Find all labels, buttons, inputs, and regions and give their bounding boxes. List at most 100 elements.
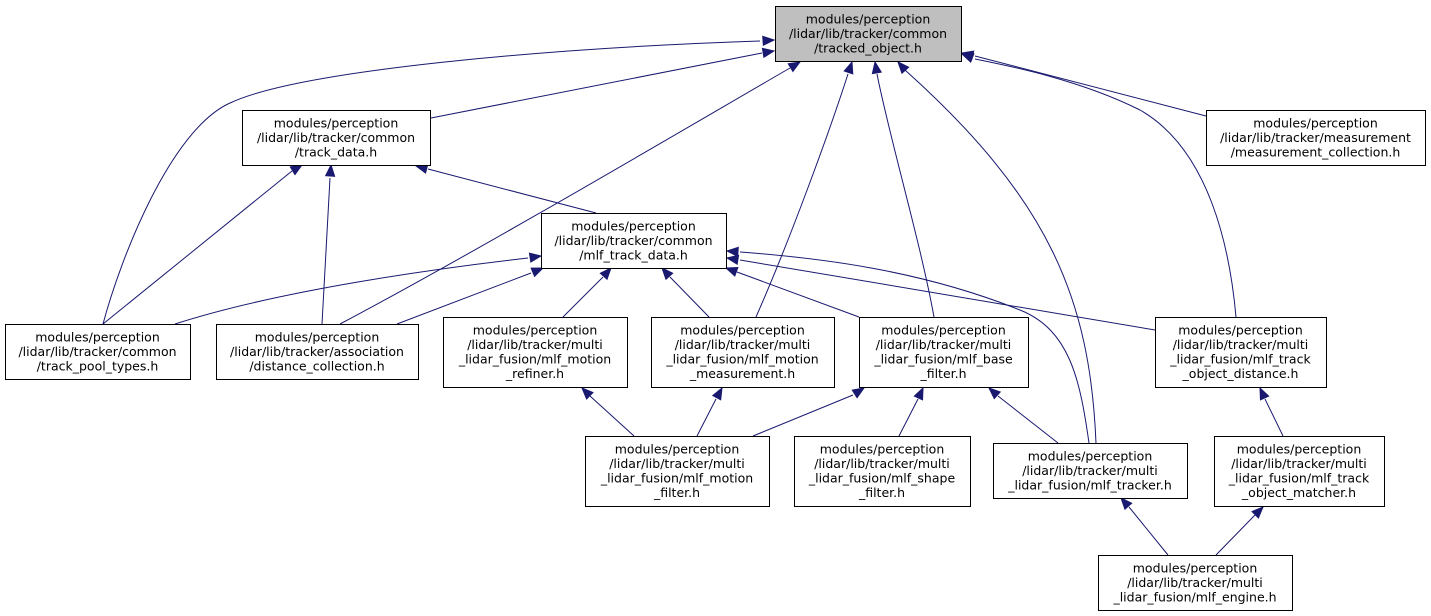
node-label-line: _lidar_fusion/mlf_shape <box>808 471 956 486</box>
node-measurement-collection[interactable]: modules/perception/lidar/lib/tracker/mea… <box>1206 110 1426 166</box>
node-box <box>993 443 1188 499</box>
node-track-data[interactable]: modules/perception/lidar/lib/tracker/com… <box>242 110 431 166</box>
edge-mlf_tracker-to-mlf_base_filter <box>988 387 1059 444</box>
node-label-line: /lidar/lib/tracker/common <box>554 233 712 248</box>
node-label-line: modules/perception <box>35 329 160 344</box>
node-tracked-object: modules/perception/lidar/lib/tracker/com… <box>775 6 962 62</box>
edge-line <box>696 398 717 437</box>
node-label-line: _filter.h <box>858 485 905 500</box>
edge-line <box>589 395 635 437</box>
arrowhead-icon <box>725 254 740 265</box>
arrowhead-icon <box>528 252 543 263</box>
node-mlf-engine[interactable]: modules/perception/lidar/lib/tracker/mul… <box>1098 555 1293 611</box>
edges-layer <box>102 35 1284 556</box>
arrowhead-icon <box>599 267 612 281</box>
node-label-line: /track_data.h <box>295 144 377 159</box>
edge-track_pool_types-to-track_data <box>102 164 304 325</box>
node-label-line: modules/perception <box>615 442 740 457</box>
edge-mlf_shape_filter-to-mlf_base_filter <box>898 386 924 437</box>
node-box <box>859 317 1029 388</box>
node-box <box>541 213 727 269</box>
edge-mlf_tracker-to-mlf_track_data <box>725 246 1090 444</box>
node-label-line: /track_pool_types.h <box>37 358 159 373</box>
node-label-line: _lidar_fusion/mlf_track <box>1169 352 1311 367</box>
edge-line <box>102 170 293 325</box>
arrowhead-icon <box>725 246 739 258</box>
edge-line <box>752 394 854 437</box>
node-distance-collection[interactable]: modules/perception/lidar/lib/tracker/ass… <box>216 324 419 380</box>
node-label-line: modules/perception <box>1178 323 1303 338</box>
node-track-pool-types[interactable]: modules/perception/lidar/lib/tracker/com… <box>5 324 191 380</box>
node-label-line: /distance_collection.h <box>249 358 384 373</box>
node-mlf-tracker[interactable]: modules/perception/lidar/lib/tracker/mul… <box>993 443 1188 499</box>
node-mlf-base-filter[interactable]: modules/perception/lidar/lib/tracker/mul… <box>859 317 1029 388</box>
edge-line <box>430 52 763 119</box>
edge-line <box>1128 506 1169 556</box>
node-box <box>443 317 628 388</box>
node-label-line: /lidar/lib/tracker/common <box>789 26 947 41</box>
node-box <box>585 436 770 507</box>
node-label-line: /lidar/lib/tracker/measurement <box>1220 130 1411 145</box>
arrowhead-icon <box>661 267 674 281</box>
node-box <box>216 324 419 380</box>
node-mlf-track-data[interactable]: modules/perception/lidar/lib/tracker/com… <box>541 213 727 269</box>
node-mlf-track-object-matcher[interactable]: modules/perception/lidar/lib/tracker/mul… <box>1214 436 1385 507</box>
node-label-line: modules/perception <box>1253 115 1378 130</box>
edge-distance_collection-to-track_data <box>321 163 336 325</box>
edge-mlf_engine-to-mlf_track_object_matcher <box>1215 506 1264 556</box>
node-label-line: _refiner.h <box>505 366 564 381</box>
node-label-line: modules/perception <box>1028 448 1153 463</box>
node-label-line: /lidar/lib/tracker/multi <box>675 337 811 352</box>
node-box <box>651 317 835 388</box>
arrowhead-icon <box>1120 497 1133 511</box>
edge-mlf_tracker-to-tracked_object <box>897 61 1097 444</box>
node-label-line: _measurement.h <box>689 366 795 381</box>
edge-mlf_track_object_distance-to-tracked_object <box>960 53 1237 318</box>
edge-line <box>898 398 919 437</box>
node-label-line: /lidar/lib/tracker/multi <box>1173 337 1309 352</box>
arrowhead-icon <box>711 386 723 401</box>
arrowhead-icon <box>1259 386 1270 401</box>
arrowhead-icon <box>787 61 802 73</box>
node-mlf-motion-refiner[interactable]: modules/perception/lidar/lib/tracker/mul… <box>443 317 628 388</box>
edge-line <box>321 177 331 325</box>
node-label-line: modules/perception <box>473 323 598 338</box>
edge-line <box>174 257 529 325</box>
node-label-line: /lidar/lib/tracker/multi <box>814 456 950 471</box>
node-label-line: _lidar_fusion/mlf_motion <box>665 352 818 367</box>
node-label-line: /lidar/lib/tracker/multi <box>876 337 1012 352</box>
edge-mlf_motion_measurement-to-tracked_object <box>755 60 854 318</box>
edge-mlf_track_object_distance-to-mlf_track_data <box>725 254 1156 331</box>
edge-line <box>736 271 860 318</box>
edge-mlf_base_filter-to-mlf_track_data <box>724 267 860 318</box>
node-label-line: /lidar/lib/tracker/multi <box>1022 463 1158 478</box>
node-mlf-track-object-distance[interactable]: modules/perception/lidar/lib/tracker/mul… <box>1155 317 1327 388</box>
arrowhead-icon <box>913 386 924 401</box>
edge-mlf_base_filter-to-tracked_object <box>871 60 935 318</box>
node-mlf-shape-filter[interactable]: modules/perception/lidar/lib/tracker/mul… <box>794 436 971 507</box>
node-label-line: modules/perception <box>274 115 399 130</box>
node-box <box>5 324 191 380</box>
arrowhead-icon <box>530 267 545 278</box>
edge-line <box>396 272 532 325</box>
node-box <box>794 436 971 507</box>
node-mlf-motion-filter[interactable]: modules/perception/lidar/lib/tracker/mul… <box>585 436 770 507</box>
node-label-line: /lidar/lib/tracker/multi <box>467 337 603 352</box>
node-label-line: _lidar_fusion/mlf_engine.h <box>1112 589 1276 604</box>
node-box <box>775 6 962 62</box>
nodes-layer: modules/perception/lidar/lib/tracker/com… <box>5 6 1426 611</box>
node-label-line: /tracked_object.h <box>814 40 922 55</box>
arrowhead-icon <box>988 387 1002 400</box>
node-label-line: /lidar/lib/tracker/multi <box>609 456 745 471</box>
edge-line <box>669 276 710 318</box>
edge-measurement_collection-to-tracked_object <box>960 50 1207 117</box>
node-label-line: _filter.h <box>919 366 966 381</box>
arrowhead-icon <box>581 387 594 400</box>
arrowhead-icon <box>761 47 776 59</box>
node-mlf-motion-measurement[interactable]: modules/perception/lidar/lib/tracker/mul… <box>651 317 835 388</box>
edge-line <box>876 73 935 318</box>
arrowhead-icon <box>897 61 910 75</box>
edge-line <box>755 73 849 318</box>
arrowhead-icon <box>724 267 739 277</box>
